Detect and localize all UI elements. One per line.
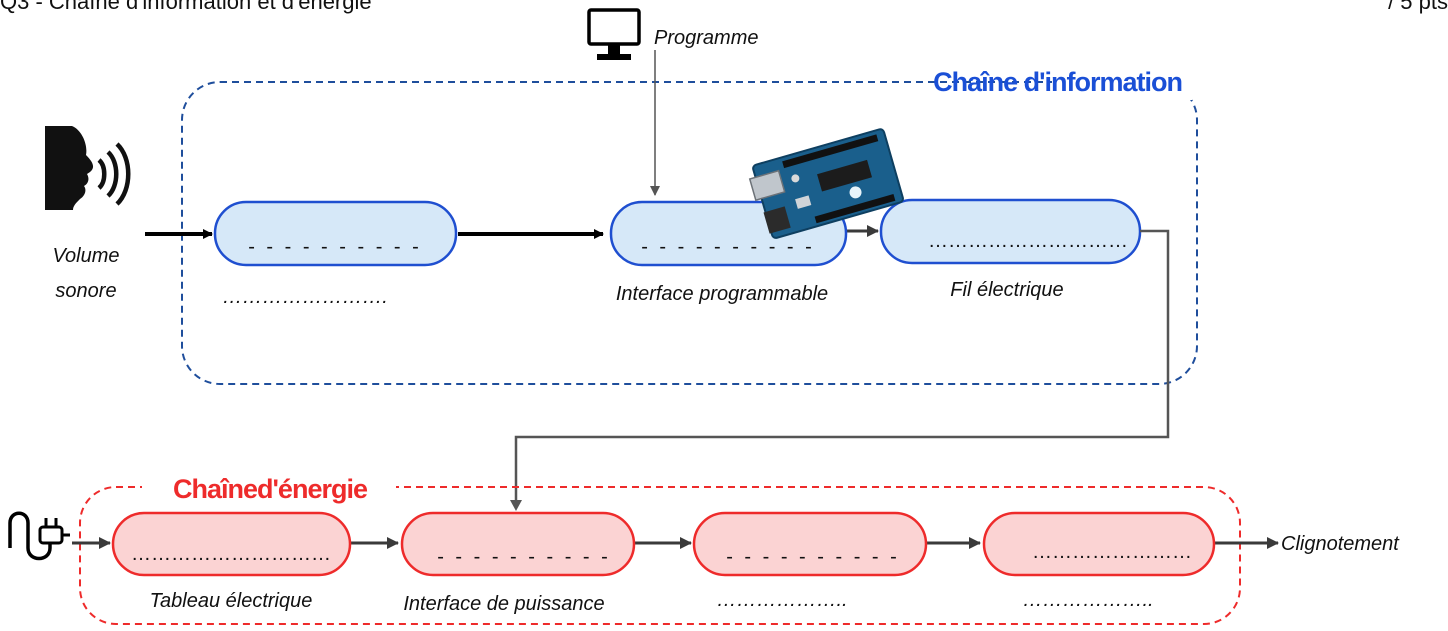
energy-chain-title: Chaîned'énergie <box>173 474 368 504</box>
energy-box-1: ………………………… <box>111 511 352 577</box>
energy-box-3-blank: - - - - - - - - - - <box>726 546 900 568</box>
link-wire <box>514 229 1170 503</box>
energy-box-3-caption: ……………….. <box>716 589 847 611</box>
input-label-volume: Volume <box>52 245 119 267</box>
info-box-2-caption: Interface programmable <box>616 283 828 305</box>
output-label: Clignotement <box>1281 533 1400 555</box>
info-chain-title: Chaîne d'information <box>933 67 1182 97</box>
link-wire-arrowhead <box>510 500 522 511</box>
energy-box-1-caption: Tableau électrique <box>150 590 313 612</box>
energy-box-4-blank: …………………… <box>1032 541 1192 563</box>
energy-box-2: - - - - - - - - - - <box>400 511 636 577</box>
info-box-3-blank: ………………………… <box>928 230 1128 252</box>
energy-box-4-caption: ……………….. <box>1022 589 1153 611</box>
energy-chain-frame <box>79 486 1241 625</box>
info-box-3: ………………………… <box>879 198 1142 265</box>
energy-title-mask <box>142 470 396 504</box>
energy-box-1-blank: ………………………… <box>131 543 331 565</box>
energy-box-3: - - - - - - - - - - <box>692 511 928 577</box>
points-header: / 5 pts <box>1388 0 1448 14</box>
info-box-1-blank: - - - - - - - - - - <box>248 236 422 258</box>
energy-box-2-caption: Interface de puissance <box>403 593 604 615</box>
info-chain-frame <box>181 81 1198 385</box>
speaking-head-icon <box>45 126 131 210</box>
programme-label: Programme <box>654 27 758 49</box>
computer-monitor-icon <box>587 8 641 60</box>
info-box-1: - - - - - - - - - - <box>213 200 458 267</box>
info-box-2-blank: - - - - - - - - - - <box>641 236 815 258</box>
arduino-board-icon <box>748 128 904 239</box>
info-title-mask <box>1052 64 1192 100</box>
energy-box-2-blank: - - - - - - - - - - <box>437 546 611 568</box>
info-box-3-caption: Fil électrique <box>950 279 1063 301</box>
power-plug-icon <box>8 511 70 561</box>
info-box-1-caption: ……………………. <box>222 286 388 308</box>
input-label-sonore: sonore <box>55 280 116 302</box>
energy-box-4: …………………… <box>982 511 1216 577</box>
question-header: Q3 - Chaîne d'information et d'énergie <box>0 0 372 14</box>
